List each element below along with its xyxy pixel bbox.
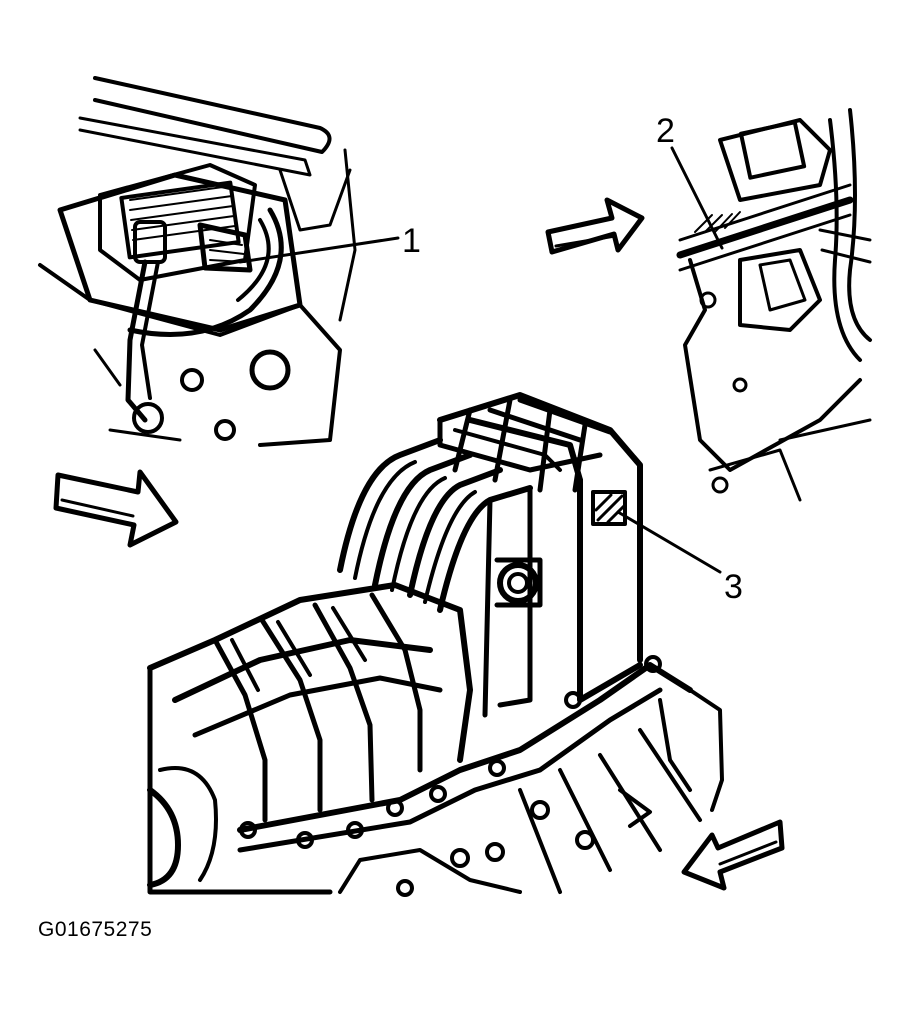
callout-3: 3 xyxy=(724,568,743,606)
figure-id: G01675275 xyxy=(38,918,153,941)
label-patch xyxy=(591,490,627,526)
main-engine-view xyxy=(147,392,724,897)
leader-line-3 xyxy=(616,510,722,574)
detail-top-right xyxy=(670,108,872,502)
callout-2: 2 xyxy=(656,112,675,150)
arrow-top-center xyxy=(545,197,645,255)
leader-line-1 xyxy=(238,236,400,264)
arrow-left xyxy=(53,469,179,548)
coil-pack xyxy=(119,180,253,273)
arrow-bottom-right xyxy=(681,819,785,891)
leader-line-2 xyxy=(670,146,724,250)
connector xyxy=(133,220,167,264)
plenum-port xyxy=(494,557,543,608)
callout-1: 1 xyxy=(402,222,421,260)
detail-top-left xyxy=(38,76,400,447)
